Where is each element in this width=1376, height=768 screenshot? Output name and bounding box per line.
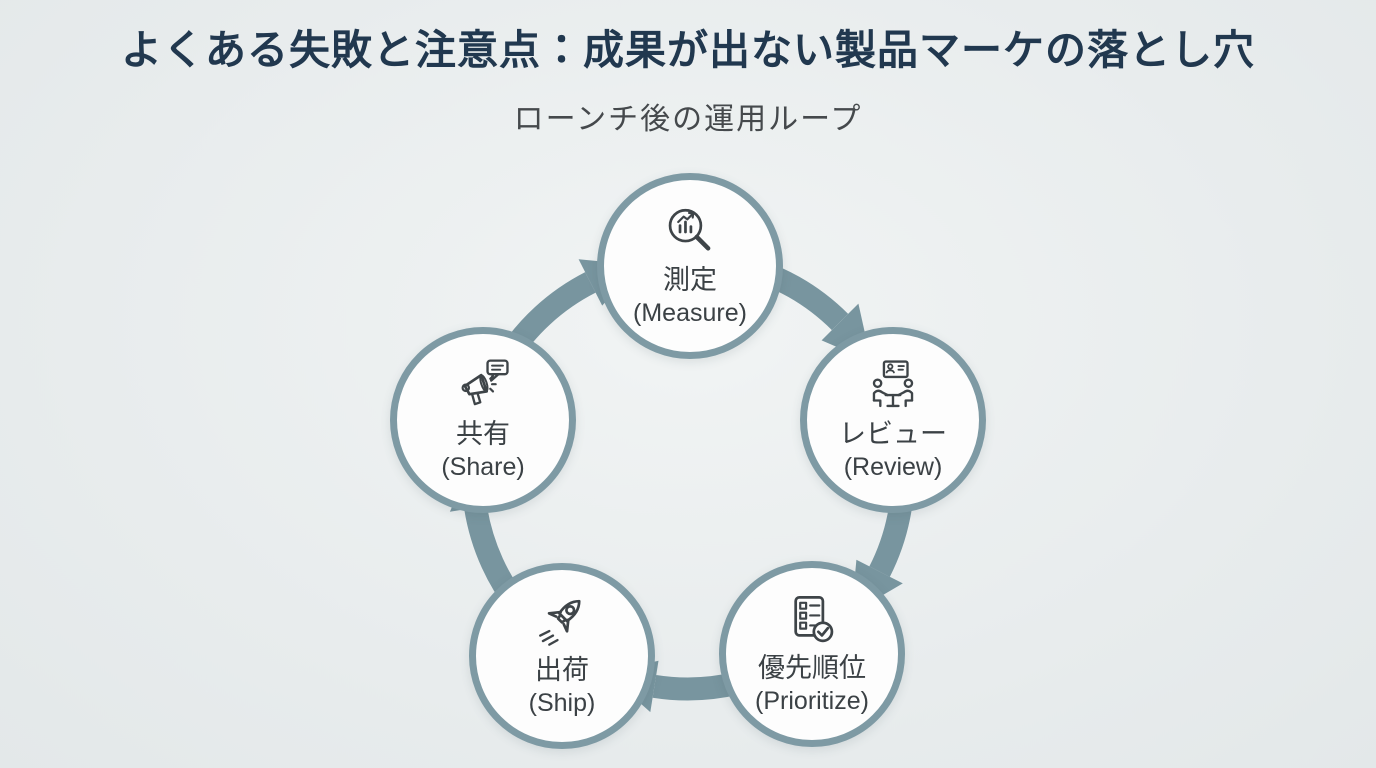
step-label-en: (Review): [843, 452, 943, 481]
megaphone-speech-icon: [454, 357, 512, 415]
step-label-ja: 共有: [456, 419, 510, 449]
cycle-step-ship: 出荷 (Ship): [469, 563, 655, 749]
step-label-en: (Ship): [528, 688, 596, 717]
checklist-check-icon: [783, 591, 841, 649]
page-title: よくある失敗と注意点：成果が出ない製品マーケの落とし穴: [121, 27, 1255, 73]
diagram-subtitle: ローンチ後の運用ループ: [513, 103, 863, 136]
step-label-ja: 測定: [663, 265, 717, 295]
step-label-ja: 優先順位: [758, 653, 866, 683]
rocket-icon: [533, 593, 591, 651]
step-label-en: (Measure): [633, 298, 747, 327]
cycle-arrows: [449, 254, 915, 713]
magnifier-chart-icon: [661, 203, 719, 261]
step-label-en: (Share): [441, 452, 525, 481]
step-label-en: (Prioritize): [755, 686, 869, 715]
cycle-step-review: レビュー (Review): [800, 327, 986, 513]
meeting-icon: [864, 357, 922, 415]
step-label-ja: 出荷: [535, 655, 589, 685]
cycle-step-share: 共有 (Share): [390, 327, 576, 513]
cycle-step-measure: 測定 (Measure): [597, 173, 783, 359]
cycle-diagram: 測定 (Measure) レビュー (Review): [0, 16, 1376, 768]
step-label-ja: レビュー: [839, 419, 947, 449]
cycle-step-prioritize: 優先順位 (Prioritize): [719, 561, 905, 747]
